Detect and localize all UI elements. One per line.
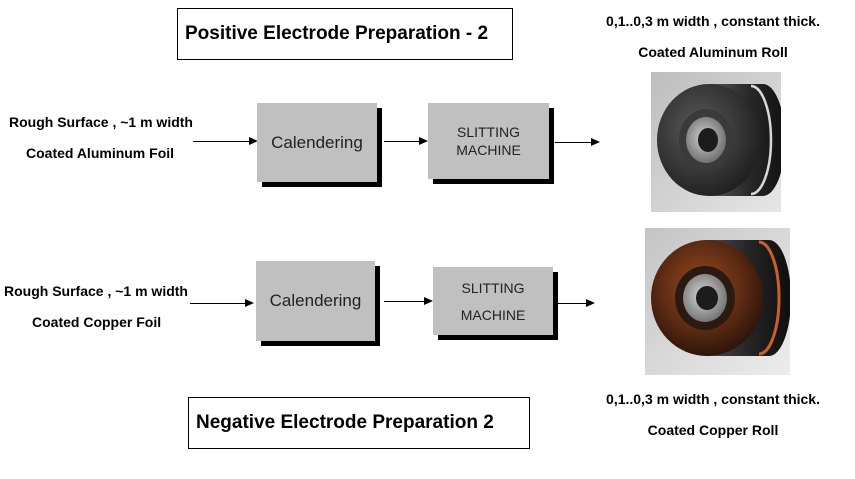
positive-title-text: Positive Electrode Preparation - 2 <box>185 23 489 44</box>
negative-slitting-label-2: MACHINE <box>460 306 526 323</box>
positive-calendering-label: Calendering <box>271 132 363 152</box>
positive-arrow-output-head <box>591 138 600 146</box>
positive-arrow-input <box>193 141 249 142</box>
positive-arrow-mid-head <box>419 137 428 145</box>
negative-slitting-label-1: SLITTING <box>461 279 525 296</box>
negative-arrow-input-head <box>245 299 254 307</box>
positive-slitting-label-1: SLITTING <box>456 124 520 140</box>
negative-arrow-mid-head <box>424 297 433 305</box>
positive-arrow-mid <box>384 141 419 142</box>
negative-calendering-box: Calendering <box>256 261 375 341</box>
negative-arrow-output <box>554 303 586 304</box>
positive-slitting-box: SLITTING MACHINE <box>428 103 549 179</box>
positive-title: Positive Electrode Preparation - 2 <box>177 8 513 60</box>
positive-input-line2: Coated Aluminum Foil <box>26 145 175 161</box>
negative-output-line2: Coated Copper Roll <box>647 422 779 438</box>
negative-input-line2: Coated Copper Foil <box>32 314 162 330</box>
negative-calendering-label: Calendering <box>269 291 362 310</box>
copper-roll-photo <box>645 228 790 375</box>
negative-arrow-mid <box>384 301 424 302</box>
negative-input-line1: Rough Surface , ~1 m width <box>4 283 188 299</box>
positive-arrow-output <box>555 142 591 143</box>
positive-calendering-box: Calendering <box>257 103 377 182</box>
negative-slitting-box: SLITTING MACHINE <box>433 267 553 335</box>
positive-arrow-input-head <box>249 137 258 145</box>
negative-title: Negative Electrode Preparation 2 <box>188 397 530 449</box>
negative-title-text: Negative Electrode Preparation 2 <box>196 412 494 433</box>
aluminum-roll-photo <box>651 72 781 212</box>
roll-color-band <box>758 240 781 356</box>
negative-arrow-output-head <box>586 299 595 307</box>
positive-slitting-label-2: MACHINE <box>456 142 521 158</box>
negative-output-line1: 0,1..0,3 m width , constant thick. <box>606 391 820 407</box>
positive-output-line1: 0,1..0,3 m width , constant thick. <box>606 13 820 29</box>
positive-output-line2: Coated Aluminum Roll <box>638 44 788 60</box>
negative-arrow-input <box>190 303 245 304</box>
positive-input-line1: Rough Surface , ~1 m width <box>9 114 193 130</box>
roll-color-band <box>750 84 773 196</box>
